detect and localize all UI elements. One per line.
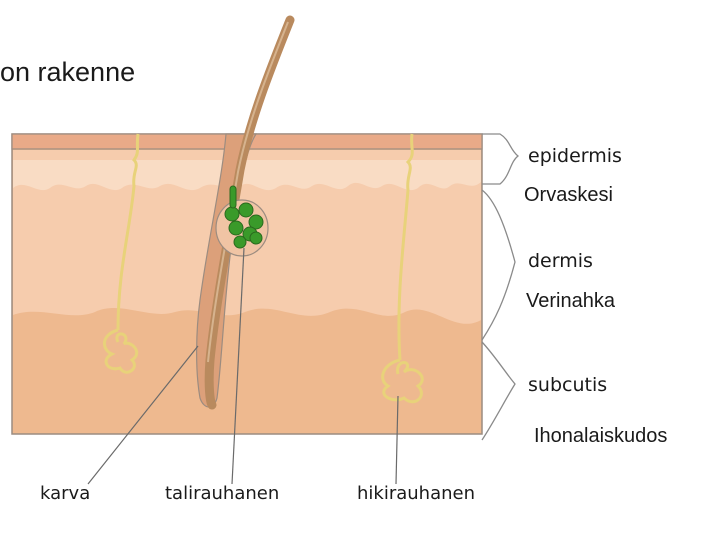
label-subcutis: subcutis (528, 374, 607, 396)
layer-brackets (482, 134, 518, 440)
diagram-title: on rakenne (0, 57, 135, 88)
label-talirauhanen: talirauhanen (165, 483, 279, 504)
label-verinahka: Verinahka (526, 290, 615, 313)
label-karva: karva (40, 483, 90, 504)
label-ihonalaiskudos: Ihonalaiskudos (534, 425, 667, 448)
label-orvaskesi: Orvaskesi (524, 184, 613, 207)
label-hikirauhanen: hikirauhanen (357, 483, 475, 504)
label-epidermis: epidermis (528, 145, 622, 167)
label-dermis: dermis (528, 250, 593, 272)
